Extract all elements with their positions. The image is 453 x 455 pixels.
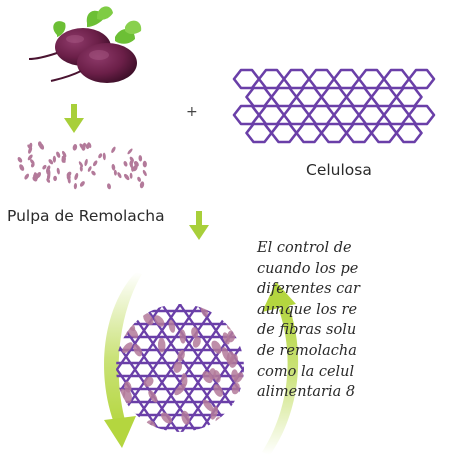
caption-line: El control de [257,240,352,256]
caption-line: diferentes car [257,281,360,298]
caption-line: alimentaria 8 [257,384,356,401]
beet-pulp-label: Pulpa de Remolacha [7,207,165,225]
caption-line: de fibras solu [257,322,357,339]
down-arrow-icon [64,104,84,133]
caption-line: aunque los re [257,301,358,318]
curved-arrow-icon [104,272,142,448]
caption-text: El control de cuando los pe diferentes car… [257,238,360,403]
caption-line: cuando los pe [257,260,359,277]
down-arrow-icon [189,211,209,240]
beet-pulp-particles [17,141,147,190]
curved-arrow-icon [262,282,299,455]
caption-line: de remolacha [257,342,357,359]
combined-fiber-circle [116,304,244,432]
caption-line: como la celul [257,363,355,380]
plus-sign: + [186,104,198,120]
cellulose-lattice [232,68,436,144]
beetroot-icon [28,6,142,83]
cellulose-label: Celulosa [306,161,372,179]
